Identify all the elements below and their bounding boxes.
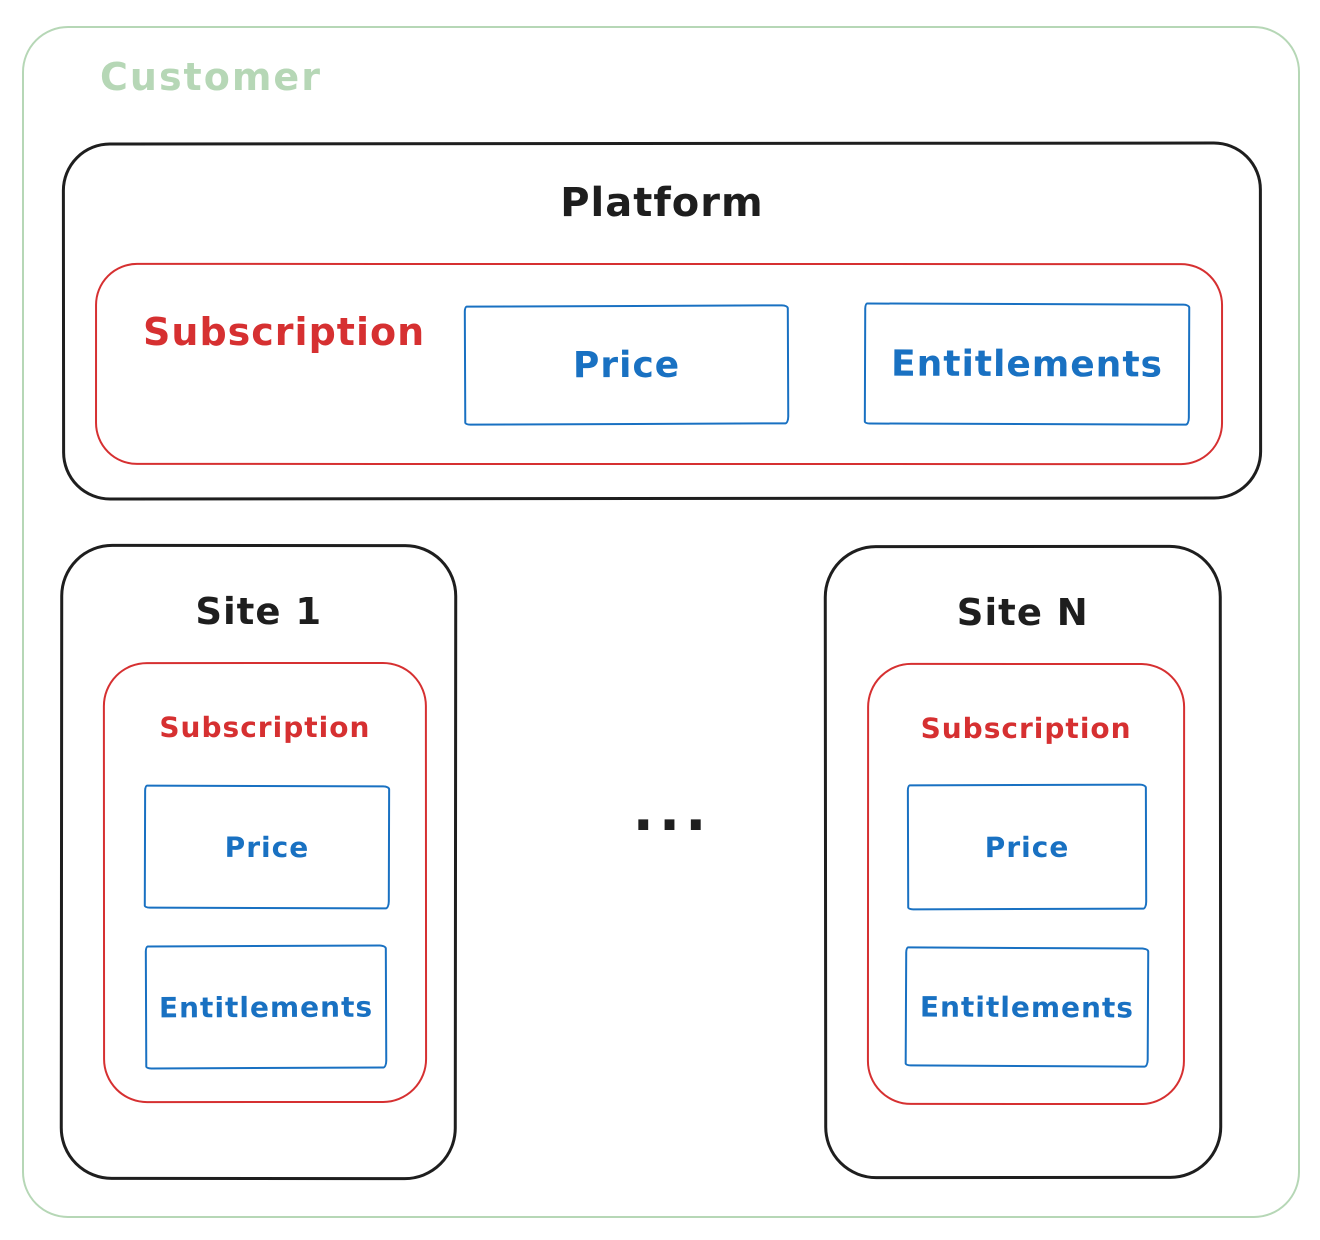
platform-box[interactable]: Platform Subscription Price Entitlements xyxy=(61,141,1263,501)
site-1-label: Site 1 xyxy=(195,589,323,634)
platform-entitlements-box[interactable]: Entitlements xyxy=(863,302,1191,426)
platform-subscription-box[interactable]: Subscription Price Entitlements xyxy=(95,262,1224,466)
site-1-box[interactable]: Site 1 Subscription Price Entitlements xyxy=(59,543,458,1181)
site-1-subscription-box[interactable]: Subscription Price Entitlements xyxy=(102,661,428,1104)
site-n-label: Site N xyxy=(956,590,1089,635)
site-n-box[interactable]: Site N Subscription Price Entitlements xyxy=(823,544,1223,1180)
customer-label: Customer xyxy=(100,55,322,99)
sites-ellipsis: ... xyxy=(632,779,712,844)
site-n-price-box[interactable]: Price xyxy=(906,783,1148,911)
site-1-subscription-label: Subscription xyxy=(159,710,371,745)
site-1-price-box[interactable]: Price xyxy=(143,784,391,910)
platform-price-box[interactable]: Price xyxy=(463,304,790,426)
site-n-entitlements-box[interactable]: Entitlements xyxy=(904,946,1150,1068)
customer-group-box[interactable]: Customer Platform Subscription Price Ent… xyxy=(22,26,1300,1218)
site-n-subscription-box[interactable]: Subscription Price Entitlements xyxy=(866,662,1186,1106)
platform-subscription-label: Subscription xyxy=(143,309,426,354)
site-n-subscription-label: Subscription xyxy=(920,711,1132,746)
platform-label: Platform xyxy=(560,179,764,227)
site-1-entitlements-box[interactable]: Entitlements xyxy=(144,944,388,1070)
